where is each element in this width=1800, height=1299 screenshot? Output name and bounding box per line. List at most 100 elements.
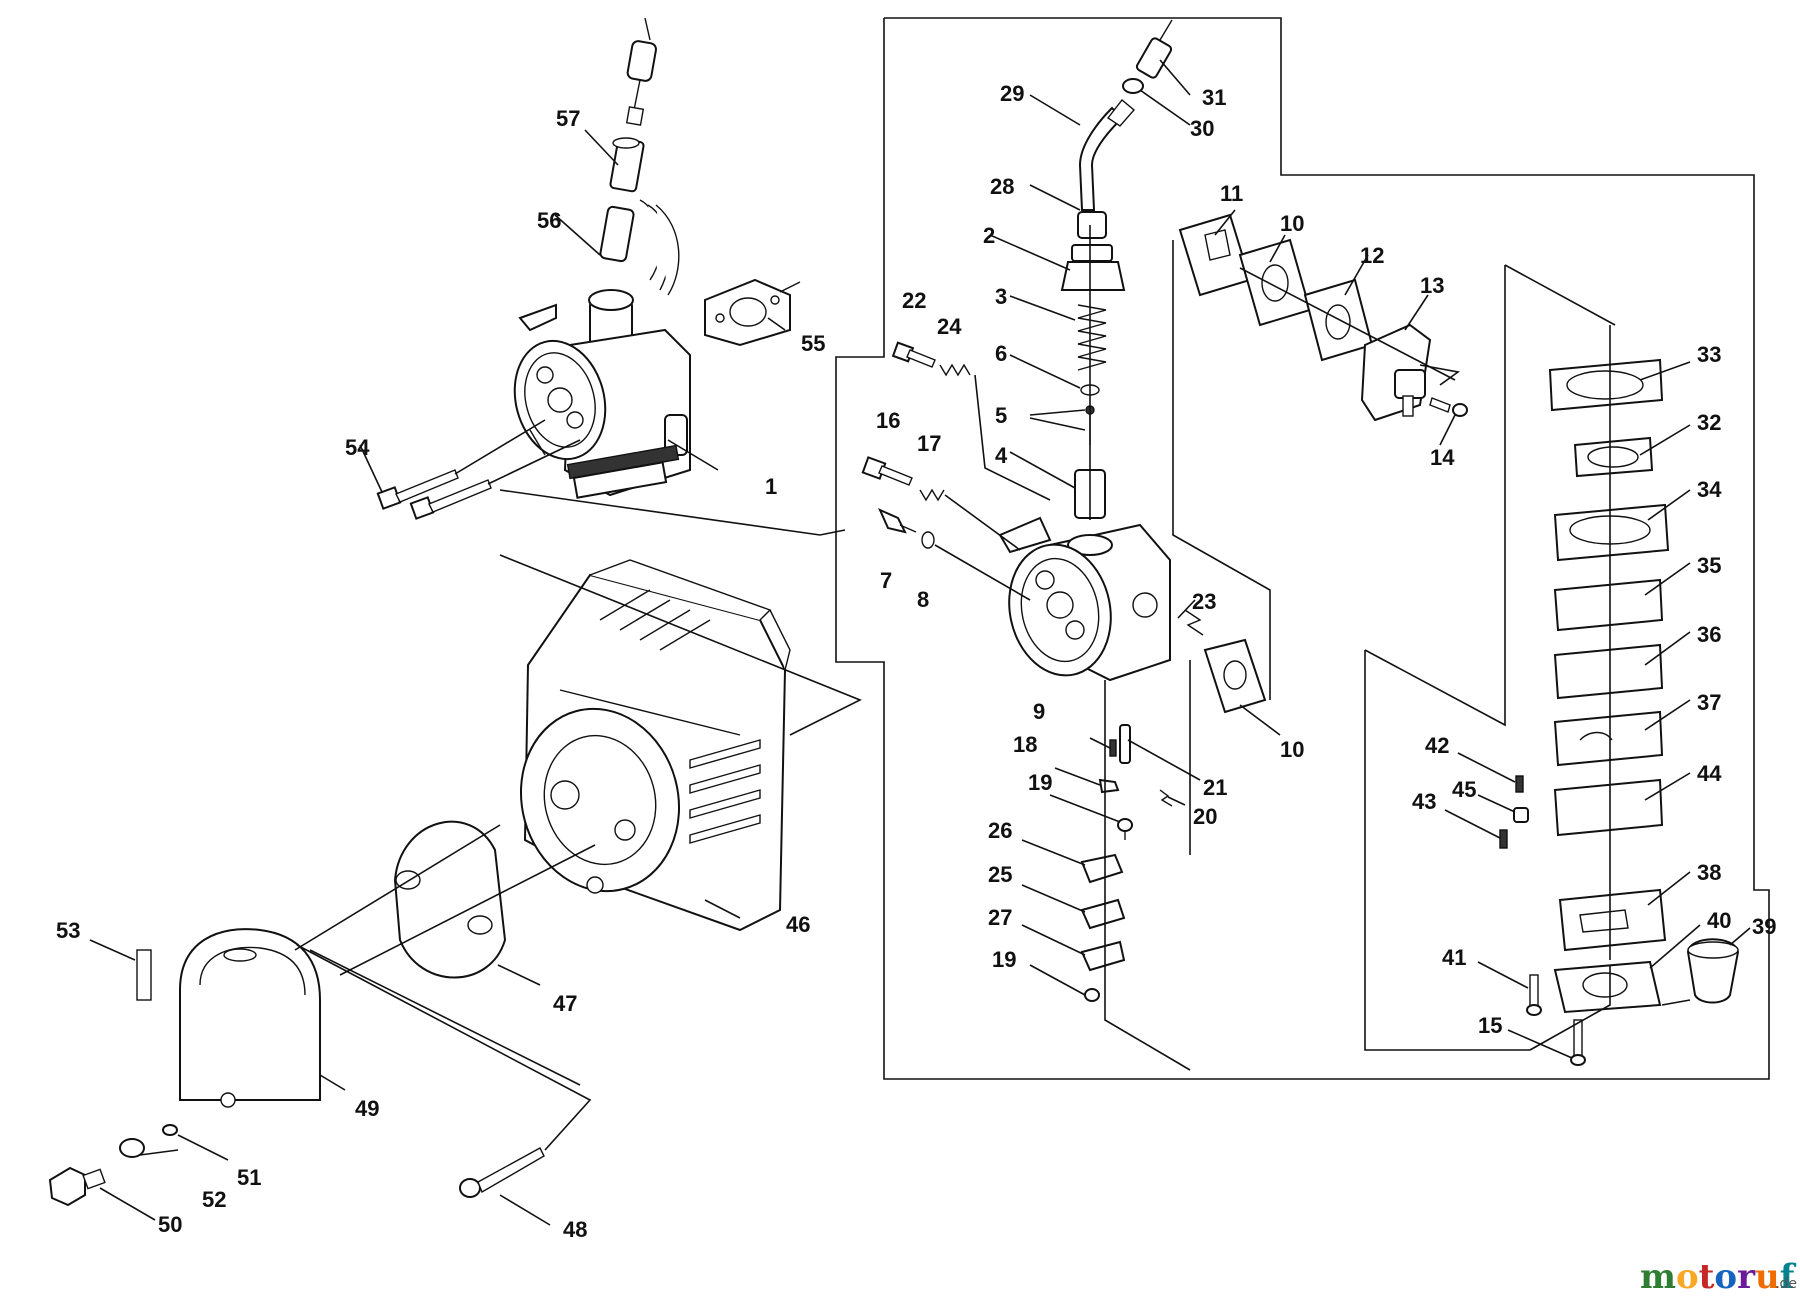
screw-41	[1526, 974, 1542, 1016]
idle-screw-axis	[974, 374, 1051, 501]
callout-labels: 1 57 56 55 54 29 31 30 28 2 3 6 5 4 22 2…	[56, 81, 1776, 1242]
watermark-letter: t	[1699, 1257, 1715, 1297]
callout-14: 14	[1430, 445, 1455, 470]
watermark-letter: o	[1714, 1257, 1737, 1297]
carburetor-assembly	[513, 289, 691, 499]
watermark-letter: r	[1737, 1257, 1756, 1297]
callout-22: 22	[902, 288, 926, 313]
choke-screw	[1084, 988, 1100, 1002]
callout-48: 48	[563, 1217, 587, 1242]
callout-37: 37	[1697, 690, 1721, 715]
callout-26: 26	[988, 818, 1012, 843]
gasket-33	[1548, 358, 1664, 412]
filter-axis-4	[309, 949, 581, 1086]
filter-housing-screw	[459, 1147, 545, 1198]
pin-42	[1515, 775, 1524, 793]
callout-43: 43	[1412, 789, 1436, 814]
cooling-slots	[689, 739, 761, 844]
callout-5: 5	[995, 403, 1007, 428]
idle-screw-spring	[939, 363, 971, 377]
callout-12: 12	[1360, 243, 1384, 268]
callout-54: 54	[345, 435, 370, 460]
callout-55: 55	[801, 331, 825, 356]
filter-axis-2	[339, 844, 596, 976]
callout-53: 53	[56, 918, 80, 943]
fuel-line-end	[1135, 19, 1173, 79]
callout-27: 27	[988, 905, 1012, 930]
callout-42: 42	[1425, 733, 1449, 758]
callout-44: 44	[1697, 761, 1722, 786]
plate-36	[1553, 643, 1664, 700]
callout-24: 24	[937, 314, 962, 339]
bolt-axis-line-2	[487, 439, 581, 485]
callout-35: 35	[1697, 553, 1721, 578]
carburetor-body	[998, 516, 1171, 682]
choke-plate-2	[1080, 898, 1126, 930]
air-filter-cover	[179, 928, 321, 1108]
throttle-cable	[625, 17, 657, 126]
watermark-logo: motoruf .de	[1640, 1257, 1797, 1297]
insulator-gasket	[704, 278, 801, 347]
pump-cover-screw	[1429, 397, 1468, 417]
callout-9: 9	[1033, 699, 1045, 724]
carb-gasket-lower	[1203, 638, 1267, 714]
cable-adjuster	[609, 137, 645, 193]
watermark-letter: f	[1780, 1257, 1797, 1297]
watermark-letter: u	[1755, 1257, 1780, 1297]
metering-cover-34	[1553, 503, 1670, 562]
filter-label-sticker	[136, 949, 152, 1001]
bolt-axis-line	[454, 419, 546, 475]
cable-boot	[599, 199, 680, 296]
svg-text:.de: .de	[1775, 1276, 1797, 1292]
watermark-letter: m	[1640, 1257, 1676, 1297]
center-axis-lower	[1104, 680, 1191, 1071]
stack-axis-lower	[1529, 965, 1611, 1051]
callout-31: 31	[1202, 85, 1226, 110]
filter-cover-knob	[48, 1166, 106, 1207]
callout-30: 30	[1190, 116, 1214, 141]
fuel-line-elbow	[1078, 98, 1135, 211]
washer-large	[119, 1138, 145, 1158]
mixture-screw	[861, 456, 913, 486]
callout-49: 49	[355, 1096, 379, 1121]
callout-39: 39	[1752, 914, 1776, 939]
watermark-letter: o	[1676, 1257, 1699, 1297]
mounting-bolts	[376, 469, 492, 520]
callout-13: 13	[1420, 273, 1444, 298]
metering-lever	[1098, 778, 1120, 794]
callout-33: 33	[1697, 342, 1721, 367]
callout-36: 36	[1697, 622, 1721, 647]
return-spring	[1077, 304, 1107, 371]
air-filter-housing	[519, 559, 791, 932]
callout-47: 47	[553, 991, 577, 1016]
callout-19a: 19	[1028, 770, 1052, 795]
screw-15	[1570, 1019, 1586, 1066]
callout-17: 17	[917, 431, 941, 456]
plate-35	[1553, 578, 1664, 632]
callout-28: 28	[990, 174, 1014, 199]
washer-small	[162, 1124, 178, 1136]
diaphragm-group-frame	[1364, 265, 1506, 727]
bulb-axis	[1661, 999, 1691, 1006]
lever-spring	[1159, 789, 1173, 807]
callout-23: 23	[1192, 589, 1216, 614]
callout-51: 51	[237, 1165, 261, 1190]
lever-screw	[1117, 818, 1133, 840]
callout-25: 25	[988, 862, 1012, 887]
callout-38: 38	[1697, 860, 1721, 885]
callout-50: 50	[158, 1212, 182, 1237]
fuel-line-collar	[1122, 78, 1144, 94]
primer-bulb-39	[1686, 938, 1740, 1004]
callout-29: 29	[1000, 81, 1024, 106]
callout-19b: 19	[992, 947, 1016, 972]
callout-21: 21	[1203, 775, 1227, 800]
pin	[1109, 739, 1117, 757]
callout-40: 40	[1707, 908, 1731, 933]
inlet-needle	[1119, 724, 1131, 764]
carburetor-kit-frame	[835, 17, 1770, 1080]
callout-45: 45	[1452, 777, 1476, 802]
gasket-group-frame	[1172, 240, 1271, 700]
plate-37	[1553, 710, 1664, 767]
leader-lines	[89, 59, 1751, 1226]
callout-10b: 10	[1280, 737, 1304, 762]
